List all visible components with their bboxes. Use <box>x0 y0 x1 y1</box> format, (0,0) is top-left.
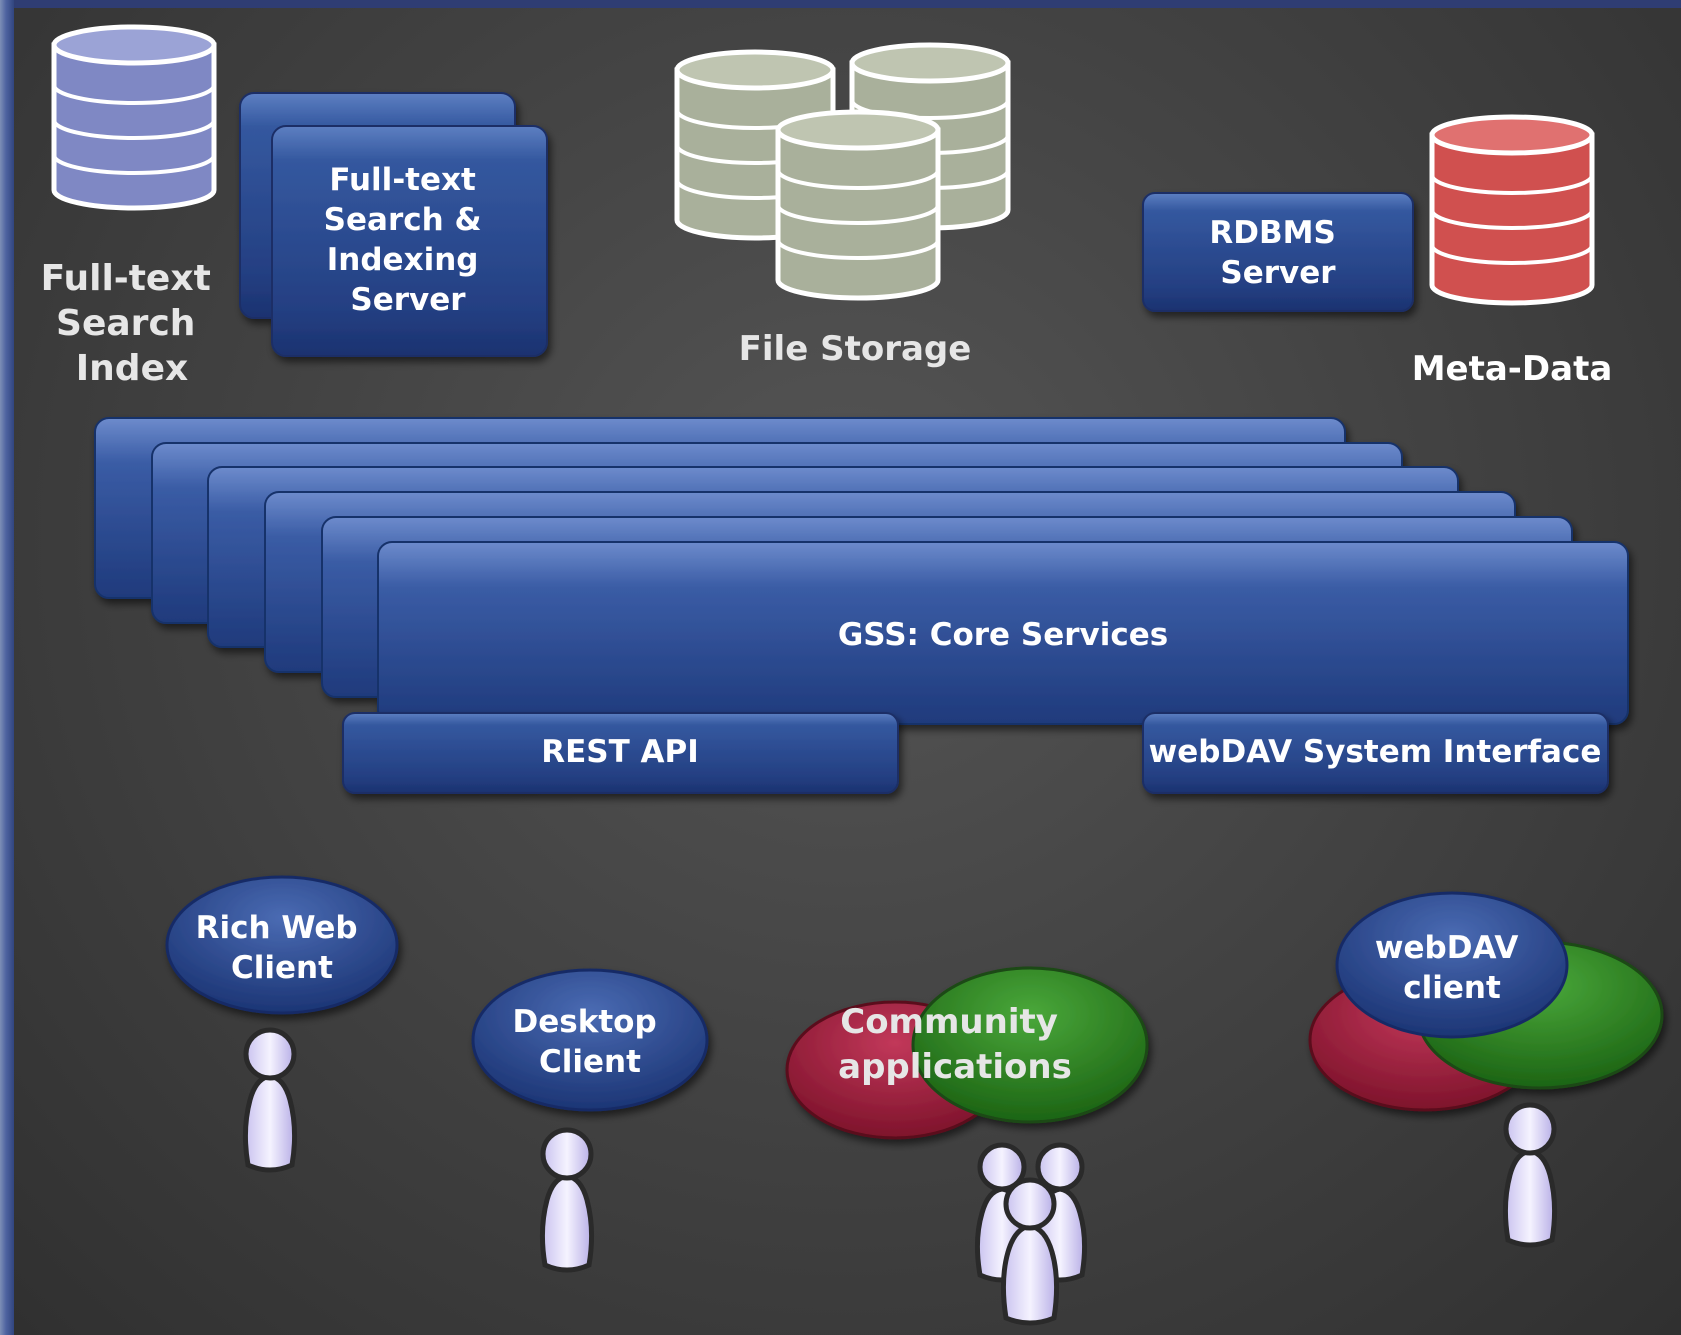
webdav-client-ovals <box>1308 891 1664 1112</box>
rdbms-server-box <box>1142 192 1414 312</box>
desktop-client-oval <box>471 968 709 1112</box>
community-applications-ovals <box>785 966 1149 1140</box>
webdav-client-label: webDAV client <box>1375 930 1529 1006</box>
search-server-label: Full-text Search & Indexing Server <box>324 162 493 318</box>
rich-web-client-label: Rich Web Client <box>196 910 369 986</box>
file-storage-label: File Storage <box>739 329 972 369</box>
search-index-label: Full-text Search Index <box>41 258 224 389</box>
search-index-db-icon <box>51 24 217 211</box>
desktop-client-label: Desktop Client <box>513 1004 668 1080</box>
core-services-title: GSS: Core Services <box>838 617 1168 653</box>
webdav-interface-box <box>1142 712 1609 794</box>
metadata-label: Meta-Data <box>1412 349 1613 389</box>
user-icon <box>539 1127 595 1273</box>
rest-api-label: REST API <box>541 734 699 770</box>
community-applications-label: Community applications <box>838 1002 1072 1087</box>
user-icon <box>242 1027 298 1173</box>
rest-api-box <box>342 712 899 794</box>
rdbms-server-label: RDBMS Server <box>1209 215 1346 291</box>
user-group-icon <box>974 1142 1088 1326</box>
file-storage-db-icon <box>674 42 1011 301</box>
rich-web-client-oval <box>165 875 399 1015</box>
metadata-db-icon <box>1429 114 1595 306</box>
user-icon <box>1502 1102 1558 1248</box>
core-services-stack <box>94 417 1629 725</box>
webdav-interface-label: webDAV System Interface <box>1149 734 1602 770</box>
search-server-box <box>239 92 548 357</box>
